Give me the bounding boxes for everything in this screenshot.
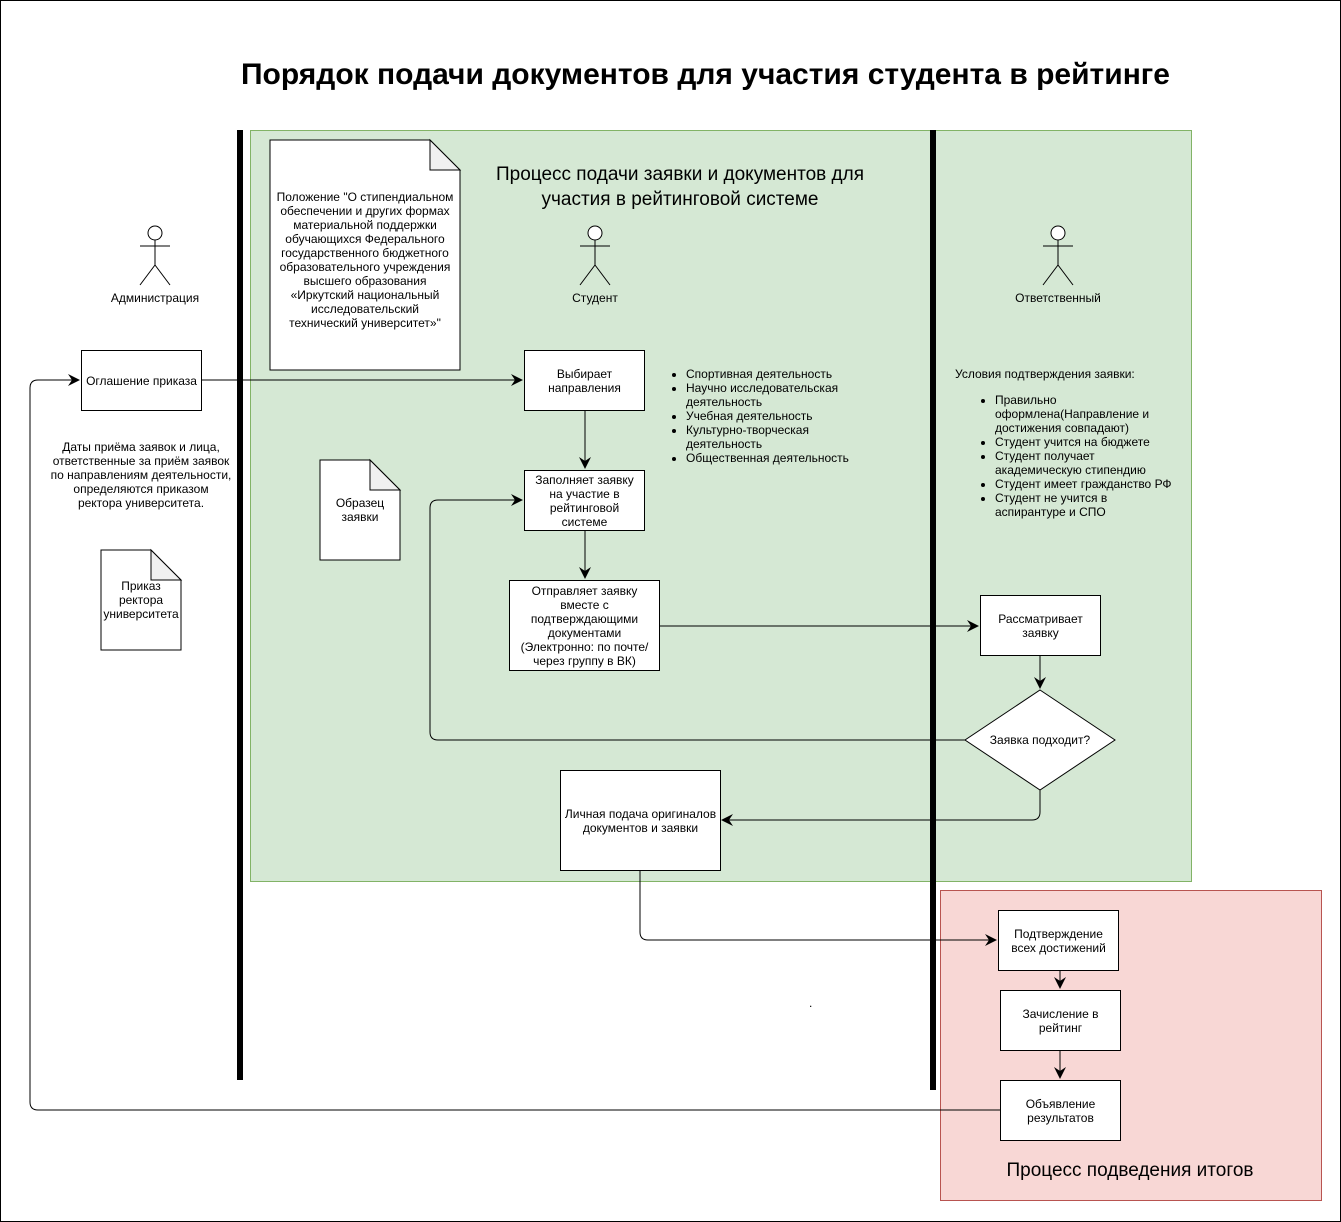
actor-student-icon	[579, 225, 611, 286]
enroll-rating-box: Зачисление в рейтинг	[1000, 990, 1121, 1051]
decision-label: Заявка подходит?	[989, 733, 1091, 747]
direction-item: Спортивная деятельность	[686, 367, 876, 381]
diagram-title: Порядок подачи документов для участия ст…	[240, 58, 1170, 91]
direction-item: Учебная деятельность	[686, 409, 876, 423]
results-process-heading: Процесс подведения итогов	[1006, 1160, 1254, 1181]
stray-dot: .	[809, 996, 813, 1010]
regulation-document-shape	[269, 138, 462, 371]
rector-order-document-shape	[100, 548, 183, 651]
submission-process-heading: Процесс подачи заявки и документов для у…	[495, 164, 864, 210]
lane-separator-admin	[237, 130, 243, 1080]
regulation-document-text: Положение "О стипендиальном обеспечении …	[276, 190, 454, 330]
confirm-achievements-box: Подтверждение всех достижений	[998, 910, 1119, 971]
condition-item: Студент учится на бюджете	[995, 435, 1175, 449]
choose-directions-box: Выбирает направления	[524, 350, 645, 411]
condition-item: Студент имеет гражданство РФ	[995, 477, 1175, 491]
rector-order-document-text: Приказ ректора университета	[103, 579, 179, 621]
direction-item: Культурно-творческая деятельность	[686, 423, 876, 451]
review-application-box: Рассматривает заявку	[980, 595, 1101, 656]
direction-item: Научно исследовательская деятельность	[686, 381, 876, 409]
condition-item: Правильно оформлена(Направление и достиж…	[995, 393, 1175, 435]
lane-separator-responsible	[930, 130, 936, 1090]
conditions-title: Условия подтверждения заявки:	[955, 367, 1135, 381]
edge-decision-yes-to-personal	[721, 790, 1041, 826]
condition-item: Студент не учится в аспирантуре и СПО	[995, 491, 1175, 519]
personal-submission-box: Личная подача оригиналов документов и за…	[560, 770, 721, 871]
direction-item: Общественная деятельность	[686, 451, 876, 465]
actor-responsible-icon	[1042, 225, 1074, 286]
send-application-box: Отправляет заявку вместе с подтверждающи…	[509, 580, 660, 671]
edge-decision-no-to-fill	[429, 494, 965, 741]
condition-item: Студент получает академическую стипендию	[995, 449, 1175, 477]
actor-responsible-label: Ответственный	[1015, 291, 1101, 305]
conditions-list: Правильно оформлена(Направление и достиж…	[979, 393, 1175, 519]
announce-results-box: Объявление результатов	[1000, 1080, 1121, 1141]
announce-order-box: Оглашение приказа	[81, 350, 202, 411]
edge-personal-to-confirm	[639, 870, 997, 946]
actor-admin-label: Администрация	[110, 291, 200, 305]
actor-student-label: Студент	[572, 291, 618, 305]
admin-note: Даты приёма заявок и лица, ответственные…	[50, 440, 232, 510]
sample-document-shape	[319, 458, 402, 561]
directions-list: Спортивная деятельность Научно исследова…	[670, 367, 876, 465]
sample-document-text: Образец заявки	[335, 496, 385, 524]
edge-results-to-announce	[29, 374, 1000, 1111]
actor-admin-icon	[139, 225, 171, 286]
fill-application-box: Заполняет заявку на участие в рейтингово…	[524, 470, 645, 531]
